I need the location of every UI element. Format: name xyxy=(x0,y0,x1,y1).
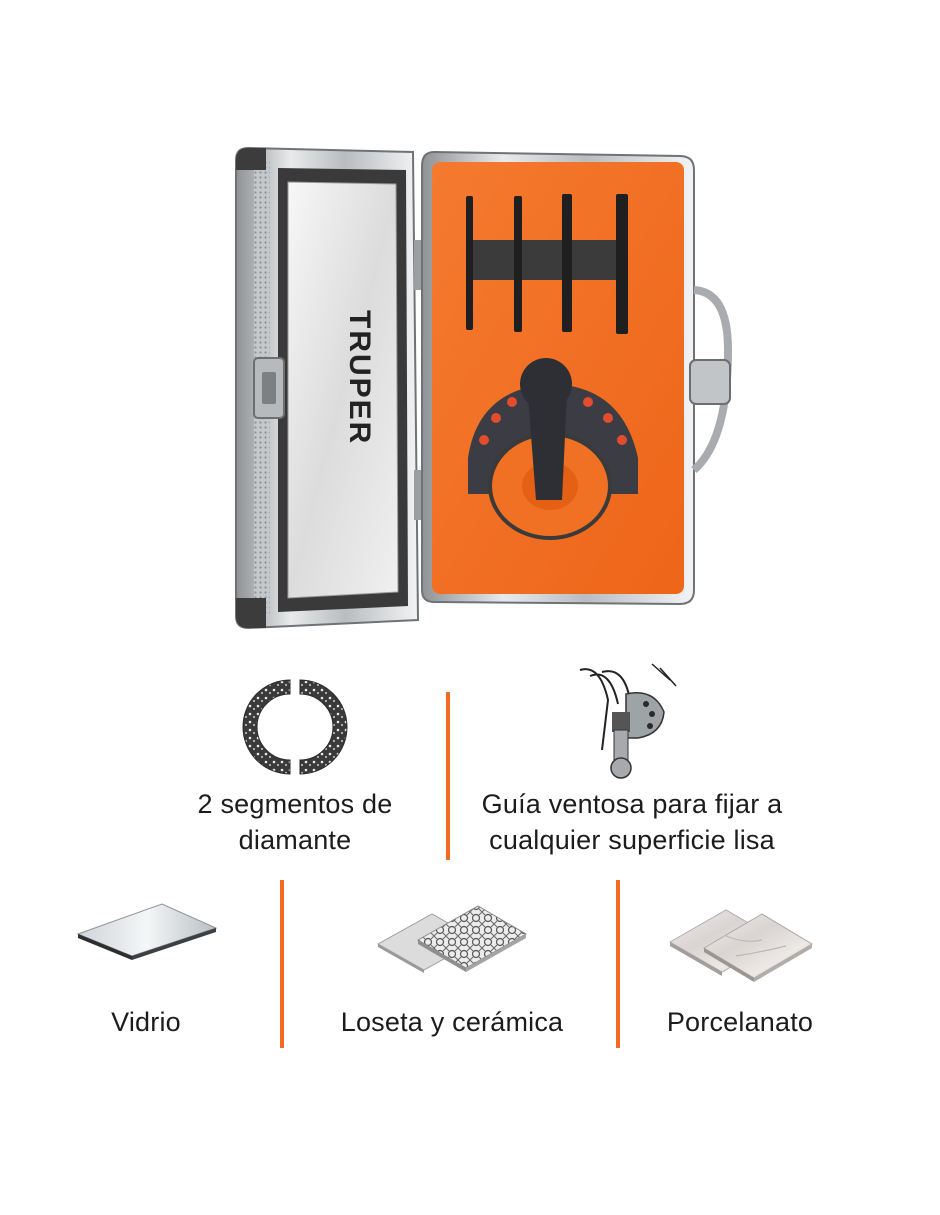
glass-sheet-icon xyxy=(74,900,220,960)
divider-vertical xyxy=(280,880,284,1048)
feature-line: 2 segmentos de xyxy=(197,789,393,819)
case-lid: TRUPER xyxy=(235,146,420,630)
brand-logo: TRUPER xyxy=(343,310,376,445)
diamond-segments-icon xyxy=(240,672,350,782)
product-image: TRUPER xyxy=(228,140,748,640)
suction-guide-icon xyxy=(572,660,682,782)
divider-vertical xyxy=(616,880,620,1048)
feature-caption-suction: Guía ventosa para fijar a cualquier supe… xyxy=(462,786,802,858)
divider-vertical xyxy=(446,692,450,860)
feature-line: Guía ventosa para fijar a xyxy=(481,789,783,819)
drill-bits xyxy=(466,194,628,334)
material-label-glass: Vidrio xyxy=(111,1007,181,1037)
tile-ceramic-icon xyxy=(374,900,530,980)
feature-line: diamante xyxy=(238,825,352,855)
case-tray xyxy=(421,150,733,606)
drill-kit-case: TRUPER xyxy=(235,146,733,630)
feature-line: cualquier superficie lisa xyxy=(489,825,775,855)
suction-guide-tool xyxy=(468,358,638,540)
feature-caption-diamond: 2 segmentos de diamante xyxy=(140,786,450,858)
material-label-porcelain: Porcelanato xyxy=(666,1007,814,1037)
material-label-tile: Loseta y cerámica xyxy=(340,1007,564,1037)
porcelain-tile-icon xyxy=(666,900,816,986)
